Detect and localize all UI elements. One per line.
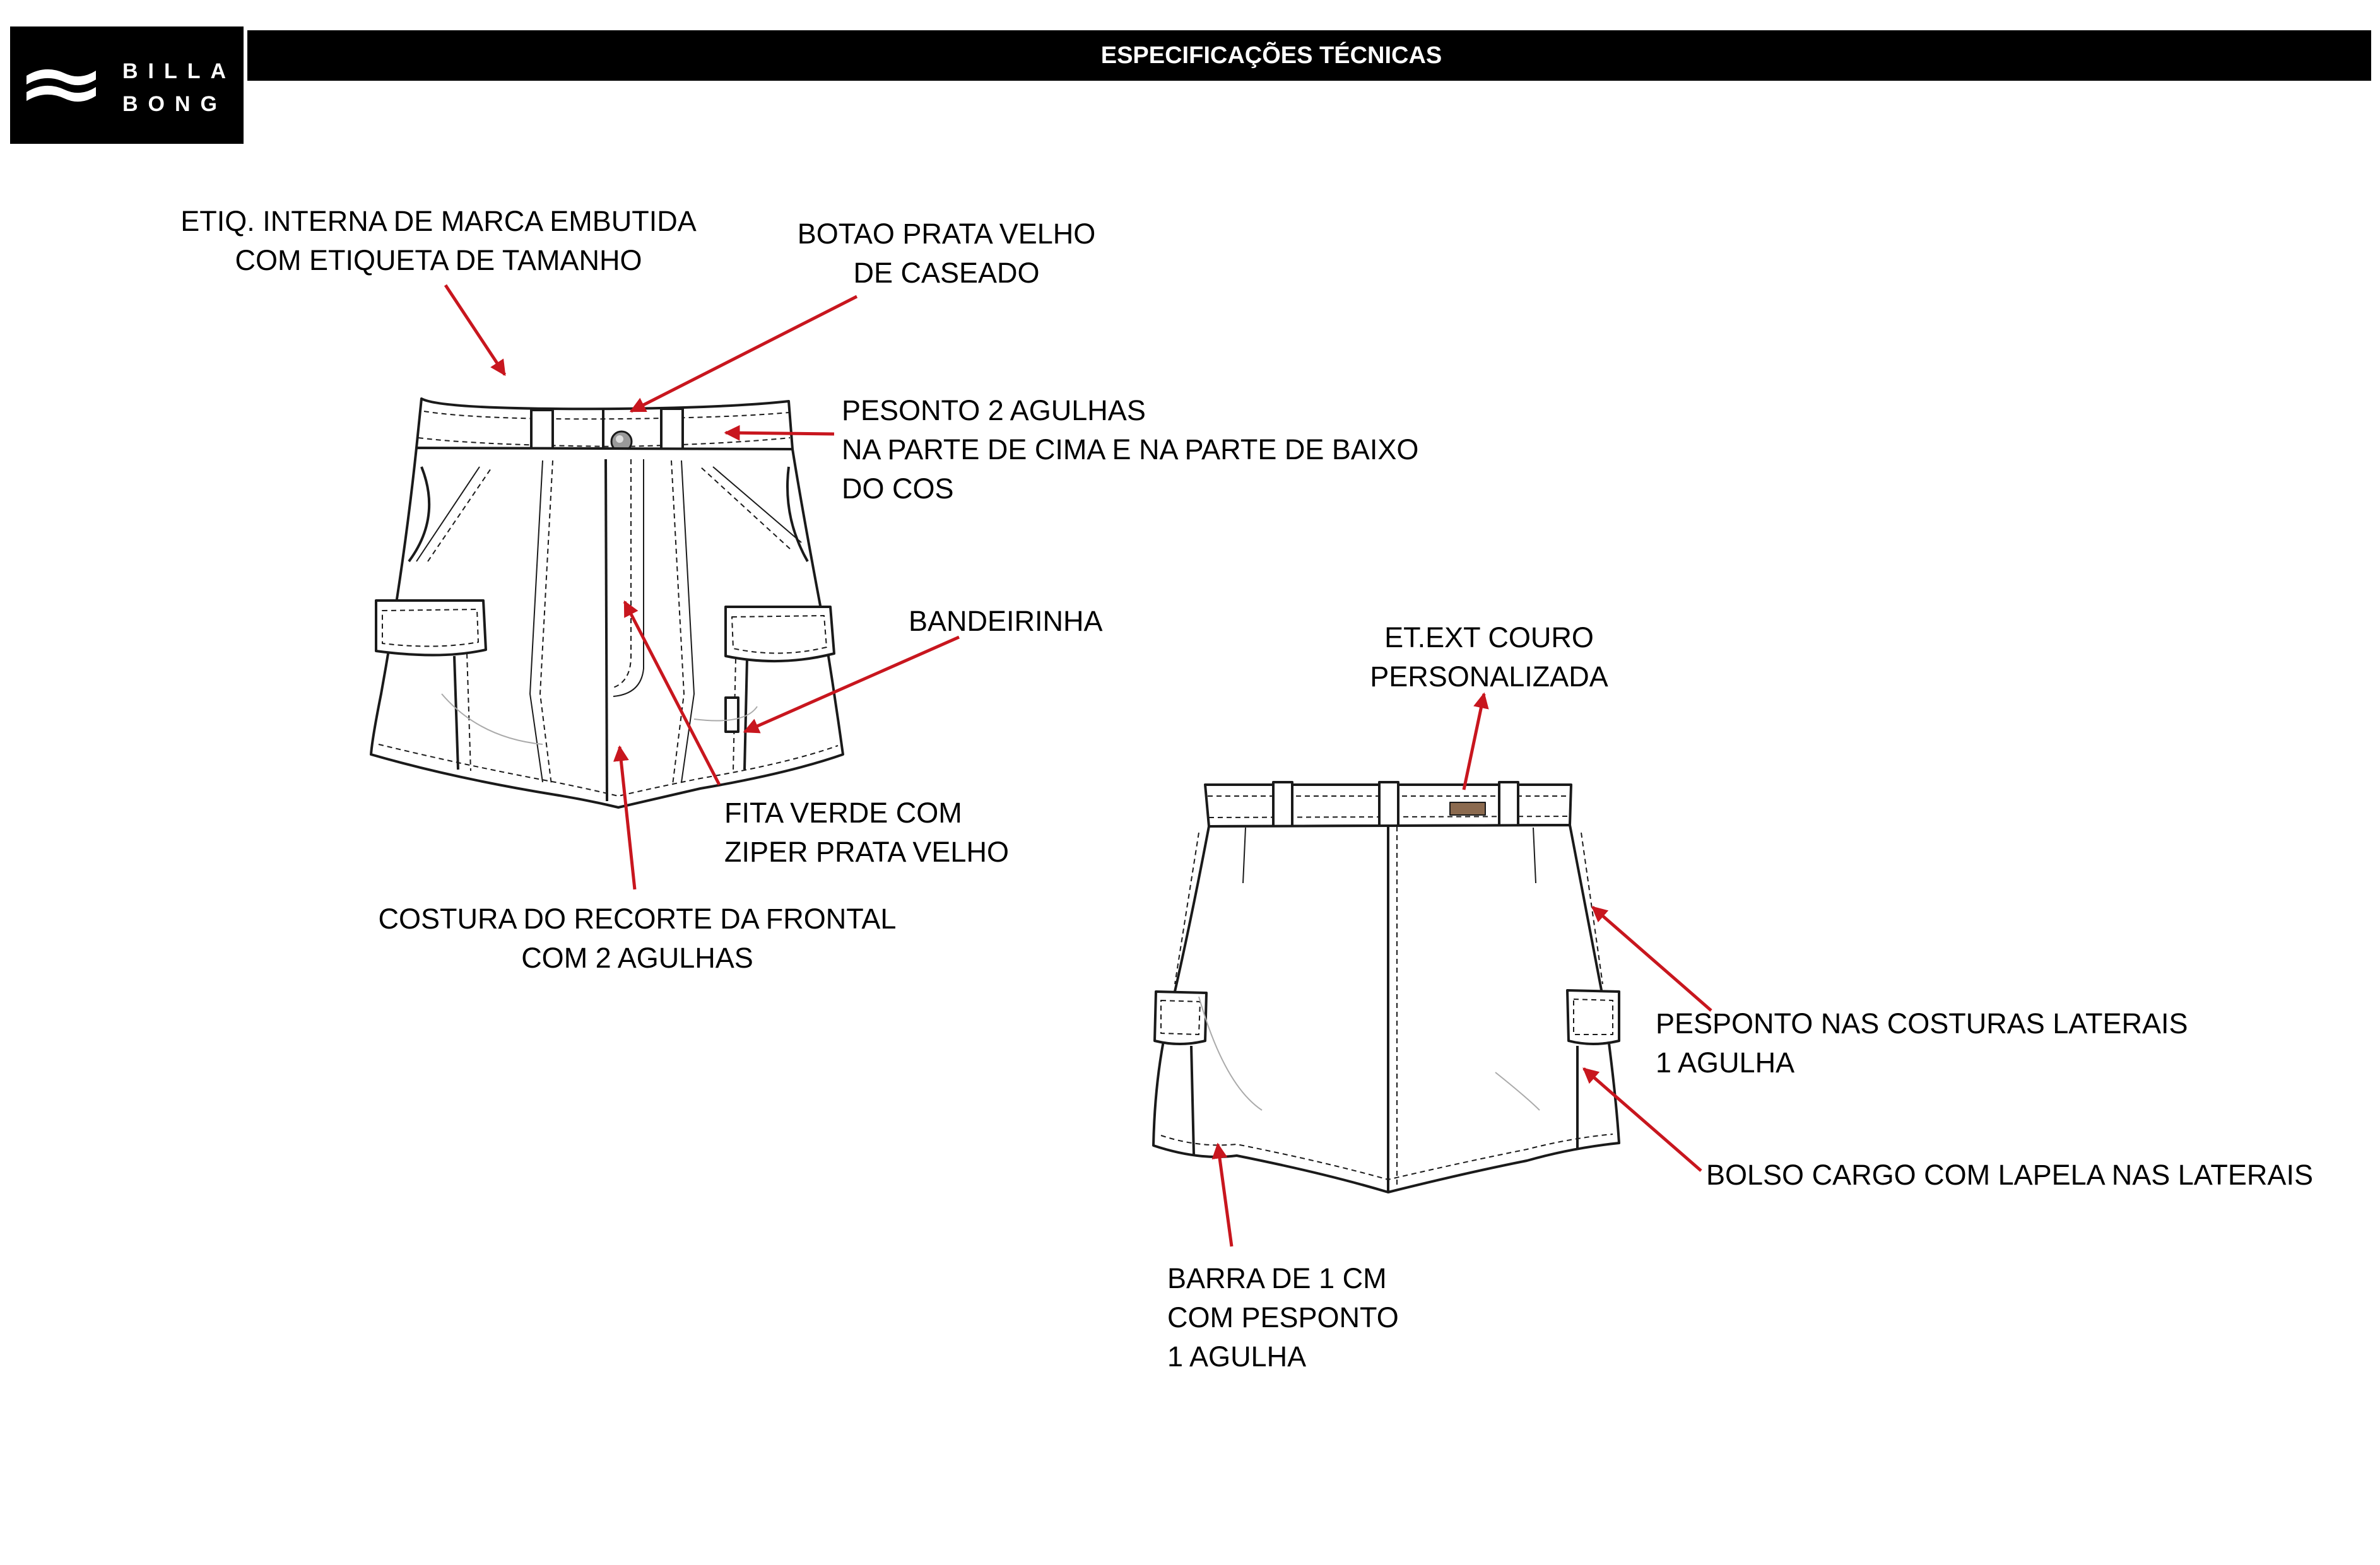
label-pesonto: PESONTO 2 AGULHAS NA PARTE DE CIMA E NA … [842, 391, 1418, 508]
label-line: FITA VERDE COM [724, 797, 962, 829]
brand-logo: BILLA BONG [10, 26, 244, 144]
brand-line-2: BONG [122, 92, 227, 116]
label-line: PESONTO 2 AGULHAS [842, 394, 1146, 426]
label-etiq-interna: ETIQ. INTERNA DE MARCA EMBUTIDA COM ETIQ… [170, 202, 707, 280]
label-bandeirinha: BANDEIRINHA [909, 602, 1103, 641]
arrow-bolso [1582, 1067, 1702, 1172]
label-bolso: BOLSO CARGO COM LAPELA NAS LATERAIS [1706, 1156, 2313, 1195]
back-skirt-sketch [1152, 781, 1620, 1193]
arrow-pesponto-laterais [1591, 906, 1712, 1012]
label-line: BOTAO PRATA VELHO [797, 218, 1096, 250]
label-line: COM PESPONTO [1167, 1301, 1399, 1333]
label-line: ET.EXT COURO [1384, 621, 1594, 654]
annotation-arrows [444, 284, 1712, 1247]
label-barra: BARRA DE 1 CM COM PESPONTO 1 AGULHA [1167, 1259, 1399, 1376]
arrow-botao [629, 295, 858, 413]
label-fita-verde: FITA VERDE COM ZIPER PRATA VELHO [724, 794, 1009, 872]
label-line: ZIPER PRATA VELHO [724, 836, 1009, 868]
arrow-etiq-interna [444, 284, 507, 377]
arrow-bandeirinha [743, 635, 960, 734]
header-bar: ESPECIFICAÇÕES TÉCNICAS [247, 30, 2371, 81]
label-line: ETIQ. INTERNA DE MARCA EMBUTIDA [180, 205, 697, 237]
arrow-pesonto [724, 425, 835, 441]
page-title: ESPECIFICAÇÕES TÉCNICAS [1100, 42, 1442, 69]
front-skirt-sketch [370, 397, 844, 809]
label-line: PESPONTO NAS COSTURAS LATERAIS [1656, 1007, 2188, 1040]
label-line: 1 AGULHA [1167, 1340, 1307, 1373]
label-etext: ET.EXT COURO PERSONALIZADA [1344, 618, 1634, 696]
brand-line-1: BILLA [122, 59, 237, 83]
arrow-etext [1462, 692, 1489, 790]
label-botao: BOTAO PRATA VELHO DE CASEADO [776, 214, 1117, 293]
label-line: DO COS [842, 472, 954, 505]
label-line: 1 AGULHA [1656, 1046, 1795, 1079]
label-line: BANDEIRINHA [909, 605, 1103, 637]
label-line: NA PARTE DE CIMA E NA PARTE DE BAIXO [842, 433, 1419, 466]
arrow-fita-verde [623, 600, 721, 786]
label-line: COM 2 AGULHAS [521, 942, 753, 974]
arrow-barra [1211, 1142, 1234, 1247]
wave-logo-icon [27, 69, 96, 102]
label-line: PERSONALIZADA [1370, 660, 1608, 693]
label-costura: COSTURA DO RECORTE DA FRONTAL COM 2 AGUL… [366, 900, 909, 978]
label-line: BOLSO CARGO COM LAPELA NAS LATERAIS [1706, 1159, 2313, 1191]
arrow-costura [613, 745, 637, 890]
label-line: DE CASEADO [853, 257, 1040, 289]
label-pesponto-laterais: PESPONTO NAS COSTURAS LATERAIS 1 AGULHA [1656, 1004, 2188, 1082]
label-line: COSTURA DO RECORTE DA FRONTAL [378, 903, 897, 935]
label-line: BARRA DE 1 CM [1167, 1262, 1387, 1294]
label-line: COM ETIQUETA DE TAMANHO [235, 244, 642, 276]
